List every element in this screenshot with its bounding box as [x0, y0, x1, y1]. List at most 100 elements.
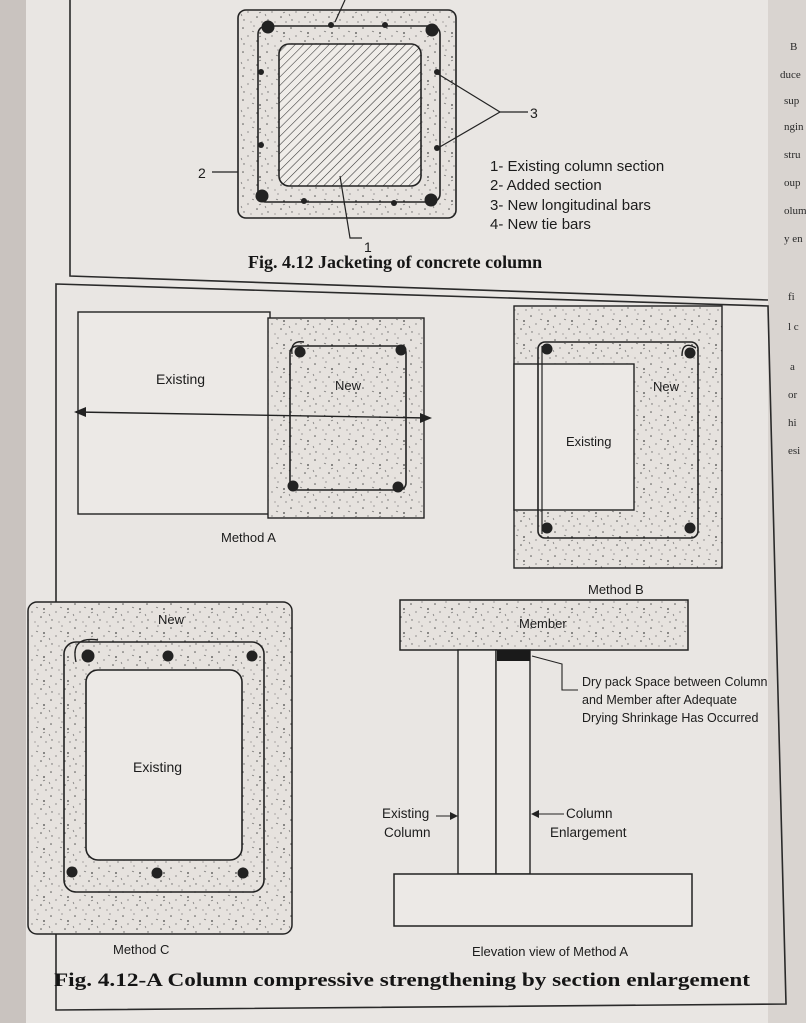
longitudinal-bar: [301, 198, 307, 204]
arrow-head: [531, 810, 539, 818]
margin-fragment: duce: [780, 69, 801, 81]
fig2-caption: Fig. 4.12-A Column compressive strengthe…: [54, 970, 751, 991]
margin-fragment: oup: [784, 177, 801, 189]
longitudinal-bar: [162, 650, 174, 662]
longitudinal-bar: [434, 145, 440, 151]
fig1-caption: Fig. 4.12 Jacketing of concrete column: [248, 252, 542, 272]
callout-leader-4: [334, 0, 346, 23]
section-line: [75, 411, 429, 419]
existing-column-section: [278, 43, 422, 187]
dry-pack-note: Dry pack Space between Column: [582, 675, 768, 689]
margin-fragment: ngin: [784, 121, 804, 133]
column-enlargement-label: Enlargement: [550, 825, 627, 840]
column-enlargement-label: Column: [566, 806, 613, 821]
dry-pack-note: Drying Shrinkage Has Occurred: [582, 711, 759, 725]
footing: [393, 873, 693, 927]
margin-fragment: y en: [784, 233, 803, 245]
longitudinal-bar: [81, 649, 95, 663]
method-c-existing-label: Existing: [133, 759, 182, 775]
callout-leader-3: [437, 73, 501, 113]
legend-item: 4- New tie bars: [490, 216, 591, 233]
longitudinal-bar: [258, 69, 264, 75]
left-page-shadow: [0, 0, 26, 1023]
margin-fragment: a: [790, 361, 795, 373]
callout-2: 2: [198, 165, 206, 181]
margin-fragment: stru: [784, 149, 801, 161]
fig1-column-jacket: [212, 0, 528, 239]
callout-leader-1: [339, 175, 362, 239]
existing-column: [457, 649, 497, 875]
tie-hook: [74, 638, 99, 663]
longitudinal-bar: [382, 22, 388, 28]
column-enlargement: [495, 649, 531, 875]
existing-column-label: Existing: [382, 806, 429, 821]
right-page-edge: [768, 0, 806, 1023]
fig1-legend: 1- Existing column section 2- Added sect…: [490, 158, 664, 233]
existing-section: [85, 669, 243, 861]
margin-fragment: or: [788, 389, 798, 401]
adjacent-page-text: B duce sup ngin stru oup olum y en fi l …: [780, 41, 806, 457]
tie-bar: [257, 25, 441, 203]
section-arrow: [420, 413, 432, 423]
dry-pack-space: [497, 650, 530, 661]
longitudinal-bar: [684, 522, 696, 534]
longitudinal-bar: [391, 200, 397, 206]
longitudinal-bar: [684, 347, 696, 359]
tie-hook: [291, 341, 305, 355]
member: [399, 599, 689, 651]
fig1-frame: [69, 0, 769, 301]
margin-fragment: hi: [788, 417, 797, 429]
longitudinal-bar: [395, 344, 407, 356]
member-label: Member: [519, 616, 567, 631]
method-a-diagram: [74, 311, 432, 519]
method-a-label: Method A: [221, 530, 276, 545]
dry-pack-note: and Member after Adequate: [582, 693, 737, 707]
method-b-new-label: New: [653, 379, 680, 394]
method-a-existing-label: Existing: [156, 371, 205, 387]
tie-bar: [537, 341, 699, 539]
method-b-existing-label: Existing: [566, 434, 612, 449]
method-b-diagram: [513, 305, 723, 569]
longitudinal-bar: [66, 866, 78, 878]
arrow-head: [450, 812, 458, 820]
margin-fragment: sup: [784, 95, 800, 107]
elevation-diagram: [393, 599, 693, 927]
longitudinal-bar: [287, 480, 299, 492]
corner-bar: [255, 189, 269, 203]
longitudinal-bar: [246, 650, 258, 662]
longitudinal-bar: [237, 867, 249, 879]
corner-bar: [261, 20, 275, 34]
margin-fragment: l c: [788, 321, 799, 333]
method-a-new-label: New: [335, 378, 362, 393]
legend-item: 2- Added section: [490, 177, 602, 194]
tie-hook: [681, 344, 697, 357]
longitudinal-bar: [434, 69, 440, 75]
longitudinal-bar: [392, 481, 404, 493]
corner-bar: [425, 23, 439, 37]
callout-3: 3: [530, 105, 538, 121]
elevation-label: Elevation view of Method A: [472, 944, 628, 959]
longitudinal-bar: [541, 343, 553, 355]
longitudinal-bar: [328, 22, 334, 28]
method-b-label: Method B: [588, 582, 644, 597]
dry-pack-leader: [531, 655, 578, 691]
section-arrow: [74, 407, 86, 417]
legend-item: 1- Existing column section: [490, 158, 664, 175]
longitudinal-bar: [258, 142, 264, 148]
method-c-new-label: New: [158, 612, 185, 627]
callout-leader-3: [437, 111, 501, 149]
existing-column-label: Column: [384, 825, 431, 840]
method-c-diagram: [27, 601, 293, 935]
longitudinal-bar: [541, 522, 553, 534]
callout-1: 1: [364, 239, 372, 255]
corner-bar: [424, 193, 438, 207]
legend-item: 3- New longitudinal bars: [490, 197, 651, 214]
existing-section: [513, 363, 635, 511]
margin-fragment: B: [790, 41, 797, 53]
longitudinal-bar: [294, 346, 306, 358]
method-c-label: Method C: [113, 942, 169, 957]
margin-fragment: esi: [788, 445, 800, 457]
tie-bar: [63, 641, 265, 893]
longitudinal-bar: [151, 867, 163, 879]
